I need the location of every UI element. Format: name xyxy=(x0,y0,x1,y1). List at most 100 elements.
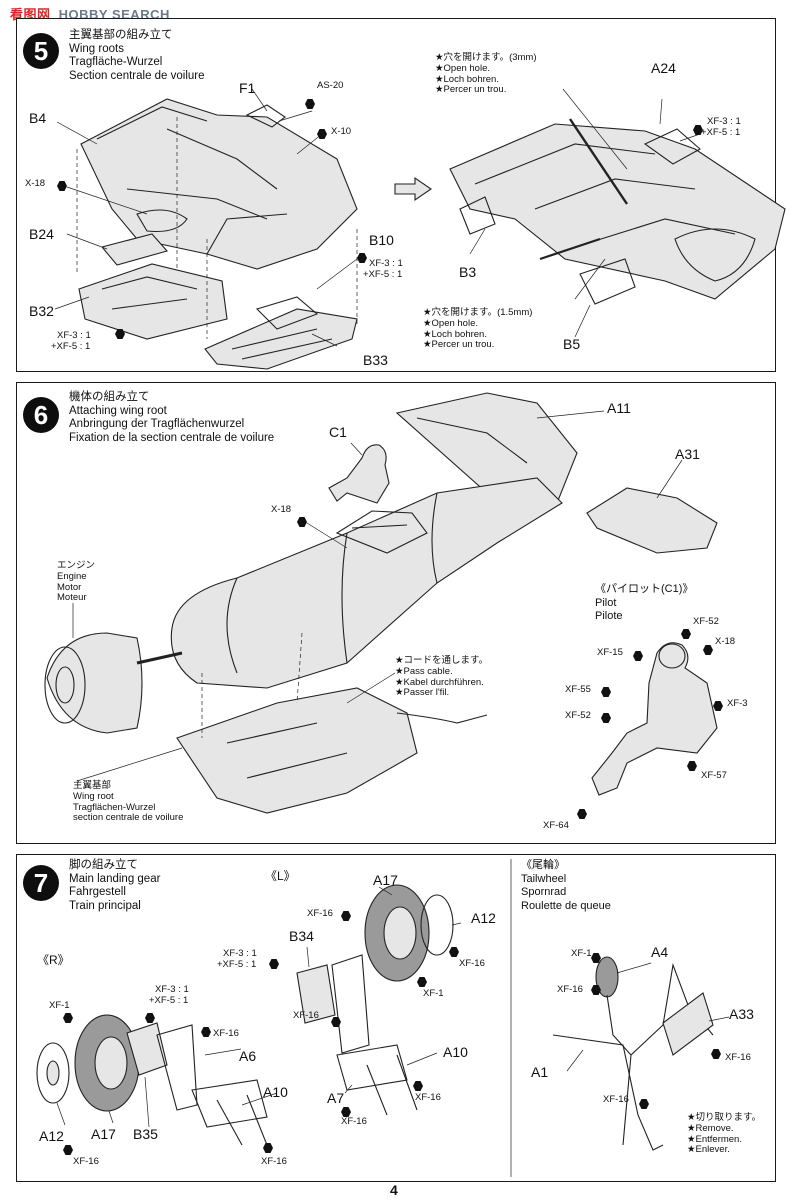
step-6-panel: 6 機体の組み立て Attaching wing root Anbringung… xyxy=(16,382,776,844)
l-paint-xf16-wheel: XF-16 xyxy=(459,958,485,969)
r-paint-xf16-upper: XF-16 xyxy=(213,1028,239,1039)
paint-marker-icon xyxy=(449,947,459,957)
right-side-label: 《R》 xyxy=(37,953,70,967)
part-b4: B4 xyxy=(29,110,47,126)
paint-marker-icon xyxy=(711,1049,721,1059)
step-5-wing-root-assembled-drawing xyxy=(449,123,786,305)
step-5-left-leaders xyxy=(54,88,358,347)
part-b10: B10 xyxy=(369,232,394,248)
paint-xf5-a24: +XF-5 : 1 xyxy=(701,127,741,138)
paint-x18: X-18 xyxy=(25,178,46,189)
pilot-paint-xf64: XF-64 xyxy=(543,820,569,831)
step-5-drill-pin-drawing xyxy=(539,118,628,261)
paint-marker-icon xyxy=(331,1017,341,1027)
tail-paint-xf1: XF-1 xyxy=(571,948,592,959)
r-part-a17: A17 xyxy=(91,1126,116,1142)
paint-marker-icon xyxy=(577,809,587,819)
step-5-title: 主翼基部の組み立て Wing roots Tragfläche-Wurzel S… xyxy=(69,29,205,82)
pilot-paint-xf55: XF-55 xyxy=(565,684,591,695)
tailwheel-remove-note: ★切り取ります。 ★Remove. ★Entfermen. ★Enlever. xyxy=(687,1112,762,1156)
step-5-note-drill-1-5mm: ★穴を開けます。(1.5mm) ★Open hole. ★Loch bohren… xyxy=(423,307,533,351)
tail-part-a33: A33 xyxy=(729,1006,754,1022)
paint-marker-icon xyxy=(591,985,601,995)
pilot-paint-xf15: XF-15 xyxy=(597,647,623,658)
tail-part-a1: A1 xyxy=(531,1064,549,1080)
part-a31: A31 xyxy=(675,446,700,462)
part-b32: B32 xyxy=(29,303,54,319)
paint-marker-icon xyxy=(115,329,125,339)
cable-note: ★コードを通します。 ★Pass cable. ★Kabel durchführ… xyxy=(395,655,489,699)
r-part-b35: B35 xyxy=(133,1126,158,1142)
paint-marker-icon xyxy=(341,911,351,921)
pilot-paint-x18: X-18 xyxy=(715,636,736,647)
paint-xf3-a24: XF-3 : 1 xyxy=(707,116,741,127)
pilot-paint-xf57: XF-57 xyxy=(701,770,727,781)
r-part-a10: A10 xyxy=(263,1084,288,1100)
paint-as20: AS-20 xyxy=(317,80,344,91)
left-side-label: 《L》 xyxy=(265,869,296,883)
part-b33: B33 xyxy=(363,352,388,368)
step-7-panel: 7 脚の組み立て Main landing gear Fahrgestell T… xyxy=(16,854,776,1182)
l-paint-xf16-strut: XF-16 xyxy=(415,1092,441,1103)
pilot-paint-xf52-arm: XF-52 xyxy=(565,710,591,721)
step-6-badge: 6 xyxy=(23,397,59,433)
l-paint-xf5: +XF-5 : 1 xyxy=(217,959,257,970)
tailwheel-title: 《尾輪》 Tailwheel Spornrad Roulette de queu… xyxy=(521,859,611,912)
paint-xf3-b32: XF-3 : 1 xyxy=(57,330,91,341)
paint-marker-icon xyxy=(413,1081,423,1091)
paint-marker-icon xyxy=(633,651,643,661)
step-7-title: 脚の組み立て Main landing gear Fahrgestell Tra… xyxy=(69,859,161,912)
l-part-a12: A12 xyxy=(471,910,496,926)
part-a24: A24 xyxy=(651,60,676,76)
paint-marker-icon xyxy=(601,713,611,723)
step-7-divider xyxy=(510,859,512,1177)
step-5-badge: 5 xyxy=(23,33,59,69)
paint-marker-icon xyxy=(145,1013,155,1023)
part-b24: B24 xyxy=(29,226,54,242)
step-7-landing-gear-drawing xyxy=(36,884,454,1146)
step-5-note-drill-3mm: ★穴を開けます。(3mm) ★Open hole. ★Loch bohren. … xyxy=(435,52,537,96)
l-part-a7: A7 xyxy=(327,1090,345,1106)
part-f1: F1 xyxy=(239,80,256,96)
r-part-a6: A6 xyxy=(239,1048,257,1064)
l-paint-xf16-bottom: XF-16 xyxy=(341,1116,367,1127)
tail-paint-xf16-lower: XF-16 xyxy=(603,1094,629,1105)
paint-marker-icon xyxy=(63,1145,73,1155)
paint-marker-icon xyxy=(601,687,611,697)
r-paint-xf5: +XF-5 : 1 xyxy=(149,995,189,1006)
step-6-title: 機体の組み立て Attaching wing root Anbringung d… xyxy=(69,391,275,444)
paint-marker-icon xyxy=(591,953,601,963)
paint-xf5-b32: +XF-5 : 1 xyxy=(51,341,91,352)
pilot-paint-xf3: XF-3 xyxy=(727,698,748,709)
paint-marker-icon xyxy=(57,181,67,191)
paint-marker-icon xyxy=(639,1099,649,1109)
l-part-a10: A10 xyxy=(443,1044,468,1060)
step-5-wing-root-exploded-drawing xyxy=(78,98,358,370)
step-6-fuselage-drawing xyxy=(44,392,718,814)
step-7-badge: 7 xyxy=(23,865,59,901)
paint-marker-icon xyxy=(297,517,307,527)
paint-marker-icon xyxy=(417,977,427,987)
paint-marker-icon xyxy=(693,125,703,135)
paint-xf5-b10: +XF-5 : 1 xyxy=(363,269,403,280)
tail-paint-xf16-strut: XF-16 xyxy=(725,1052,751,1063)
tail-paint-xf16-wheel: XF-16 xyxy=(557,984,583,995)
pilot-paint-xf52-top: XF-52 xyxy=(693,616,719,627)
l-part-a17: A17 xyxy=(373,872,398,888)
tailwheel-leaders xyxy=(566,962,730,1072)
paint-marker-icon xyxy=(687,761,697,771)
l-part-b34: B34 xyxy=(289,928,314,944)
paint-marker-icon xyxy=(681,629,691,639)
part-b5: B5 xyxy=(563,336,581,352)
paint-marker-icon xyxy=(703,645,713,655)
part-a11: A11 xyxy=(607,400,631,416)
pilot-section-title: 《パイロット(C1)》 Pilot Pilote xyxy=(595,583,694,622)
step-5-right-leaders xyxy=(469,88,701,338)
r-paint-xf3: XF-3 : 1 xyxy=(155,984,189,995)
l-paint-xf16-top: XF-16 xyxy=(307,908,333,919)
wing-root-label: 主翼基部 Wing root Tragflächen-Wurzel sectio… xyxy=(73,780,184,824)
l-paint-xf1: XF-1 xyxy=(423,988,444,999)
next-step-arrow-icon xyxy=(394,176,432,202)
paint-marker-icon xyxy=(63,1013,73,1023)
r-part-a12: A12 xyxy=(39,1128,64,1144)
